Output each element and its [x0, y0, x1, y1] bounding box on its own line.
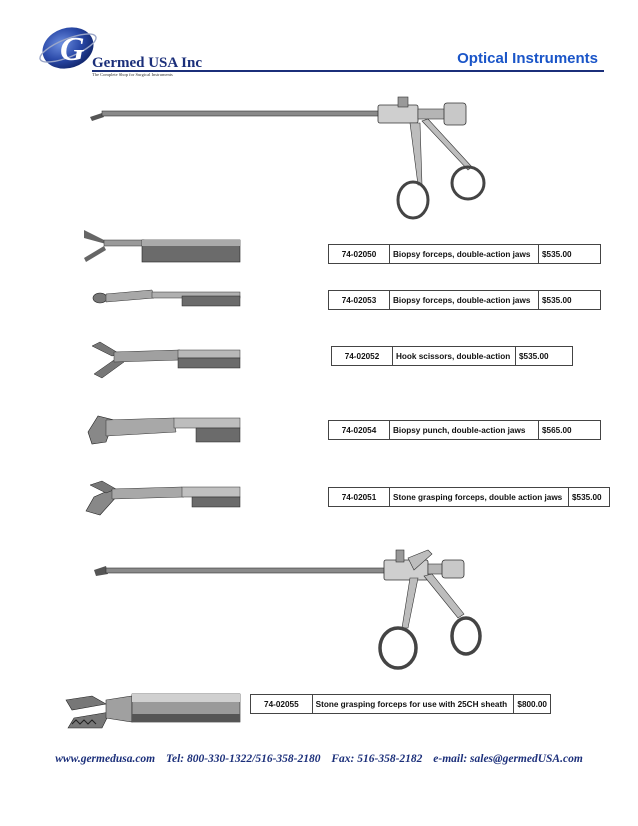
product-description: Biopsy forceps, double-action jaws: [390, 245, 539, 263]
email-link[interactable]: e-mail: sales@germedUSA.com: [433, 753, 583, 765]
product-price: $535.00: [519, 351, 549, 361]
product-description: Biopsy punch, double-action jaws: [390, 421, 539, 439]
product-row: 74-02050 Biopsy forceps, double-action j…: [328, 244, 601, 264]
product-price: $565.00: [542, 425, 572, 435]
product-row: 74-02052 Hook scissors, double-action $5…: [331, 346, 573, 366]
instrument-image-hook-scissors: [91, 341, 241, 379]
instrument-image-full-grasping-forceps: [94, 549, 482, 670]
company-tagline: The Complete Shop for Surgical Instrumen…: [92, 72, 173, 77]
company-logo: G: [39, 27, 97, 69]
instrument-image-biopsy-forceps: [84, 230, 241, 263]
product-description: Biopsy forceps, double-action jaws: [390, 291, 539, 309]
product-description: Hook scissors, double-action: [393, 347, 516, 365]
svg-text:G: G: [60, 31, 85, 68]
product-row: 74-02055 Stone grasping forceps for use …: [250, 694, 551, 714]
product-code: 74-02050: [329, 245, 390, 263]
product-price: $535.00: [572, 492, 602, 502]
product-price: $535.00: [542, 295, 572, 305]
product-code: 74-02051: [329, 488, 390, 506]
instrument-image-stone-grasping-forceps: [85, 480, 241, 516]
company-name: Germed USA Inc: [92, 55, 202, 71]
product-price: $535.00: [542, 249, 572, 259]
header-divider: [92, 70, 604, 72]
product-row: 74-02053 Biopsy forceps, double-action j…: [328, 290, 601, 310]
product-code: 74-02053: [329, 291, 390, 309]
product-price: $800.00: [517, 699, 547, 709]
instrument-image-biopsy-punch: [87, 415, 241, 445]
product-code: 74-02055: [251, 695, 313, 713]
product-description: Stone grasping forceps for use with 25CH…: [313, 695, 515, 713]
fax-number: Fax: 516-358-2182: [331, 753, 423, 765]
product-code: 74-02054: [329, 421, 390, 439]
product-code: 74-02052: [332, 347, 393, 365]
product-row: 74-02051 Stone grasping forceps, double …: [328, 487, 610, 507]
phone-numbers: Tel: 800-330-1322/516-358-2180: [166, 753, 321, 765]
contact-footer: www.germedusa.com Tel: 800-330-1322/516-…: [0, 753, 638, 765]
page-title: Optical Instruments: [457, 50, 598, 67]
product-description: Stone grasping forceps, double action ja…: [390, 488, 569, 506]
instrument-image-stone-grasping-forceps-25ch: [65, 693, 241, 729]
product-row: 74-02054 Biopsy punch, double-action jaw…: [328, 420, 601, 440]
instrument-image-full-forceps: [90, 96, 486, 220]
website-link[interactable]: www.germedusa.com: [55, 753, 156, 765]
instrument-image-biopsy-forceps-curved: [92, 289, 241, 307]
